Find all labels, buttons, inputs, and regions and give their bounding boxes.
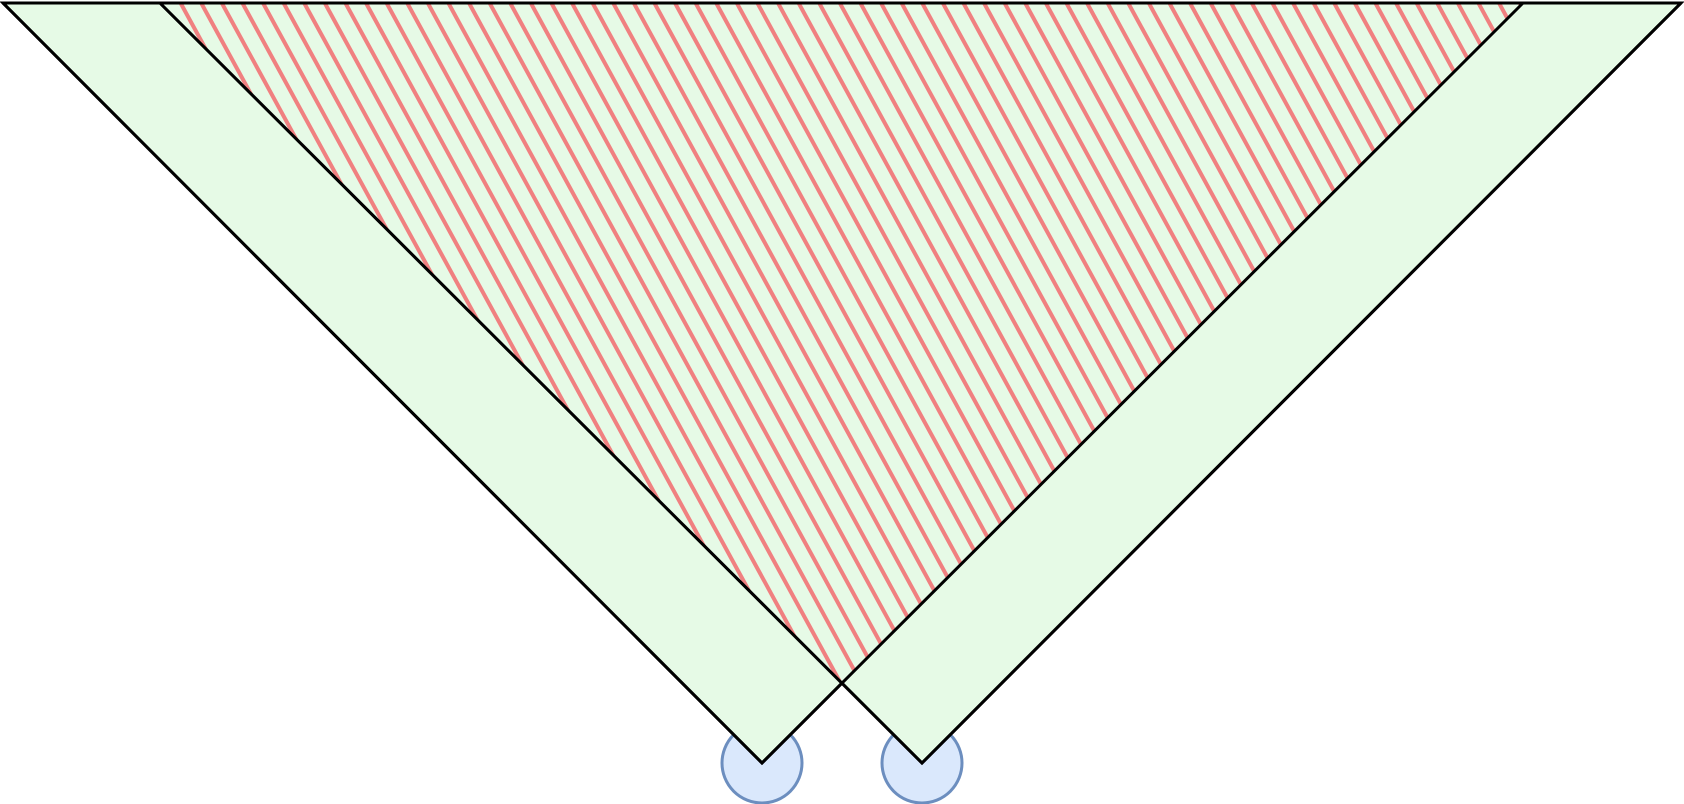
hatch-line <box>549 3 936 682</box>
hatch-line <box>487 3 874 682</box>
hatch-line <box>590 3 977 682</box>
hatch-line <box>529 3 916 682</box>
hatch-line <box>446 3 833 682</box>
triangle-outlines <box>1 1 1683 766</box>
hatch-line <box>1332 3 1523 682</box>
hatch-line <box>508 3 895 682</box>
hatch-line <box>570 3 957 682</box>
hatch-line <box>611 3 998 682</box>
hatch-line <box>467 3 854 682</box>
